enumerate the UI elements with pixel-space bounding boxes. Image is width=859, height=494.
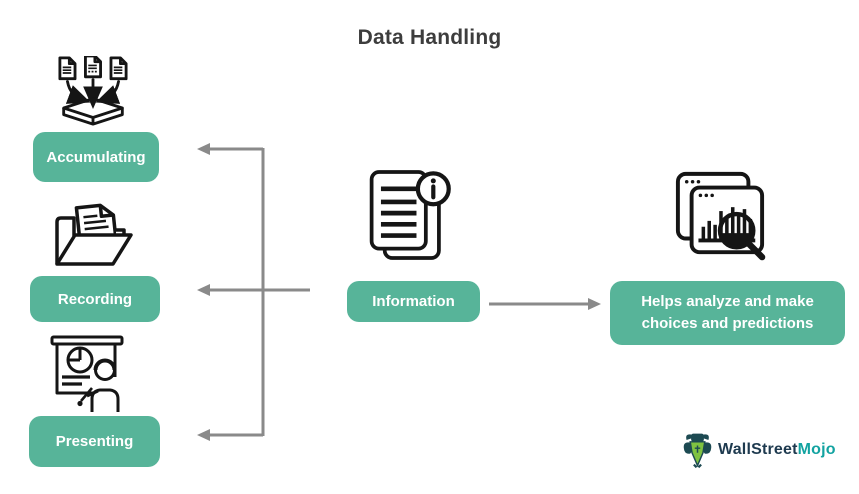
information-box: Information [347, 281, 480, 322]
analysis-outcome-line2: choices and predictions [641, 315, 814, 332]
folder-document-icon [50, 194, 138, 270]
analysis-outcome-box: Helps analyze and make choices and predi… [610, 281, 845, 345]
wallstreetmojo-wordmark: WallStreetMojo [718, 441, 836, 458]
wallstreetmojo-bull-icon [683, 433, 712, 469]
recording-label: Recording [57, 290, 133, 308]
information-label: Information [372, 293, 455, 310]
documents-into-tray-icon [48, 56, 138, 126]
accumulating-label: Accumulating [46, 148, 146, 166]
windows-chart-magnifier-icon [670, 168, 770, 262]
analysis-outcome-line1: Helps analyze and make [641, 293, 814, 311]
wallstreetmojo-logo: WallStreetMojo [682, 431, 836, 469]
document-info-icon [366, 167, 452, 263]
presenting-label: Presenting [55, 433, 134, 450]
recording-box: Recording [30, 276, 160, 322]
page-title: Data Handling [357, 26, 502, 49]
presenting-box: Presenting [29, 416, 160, 467]
accumulating-box: Accumulating [33, 132, 159, 182]
presentation-speaker-icon [38, 333, 135, 413]
